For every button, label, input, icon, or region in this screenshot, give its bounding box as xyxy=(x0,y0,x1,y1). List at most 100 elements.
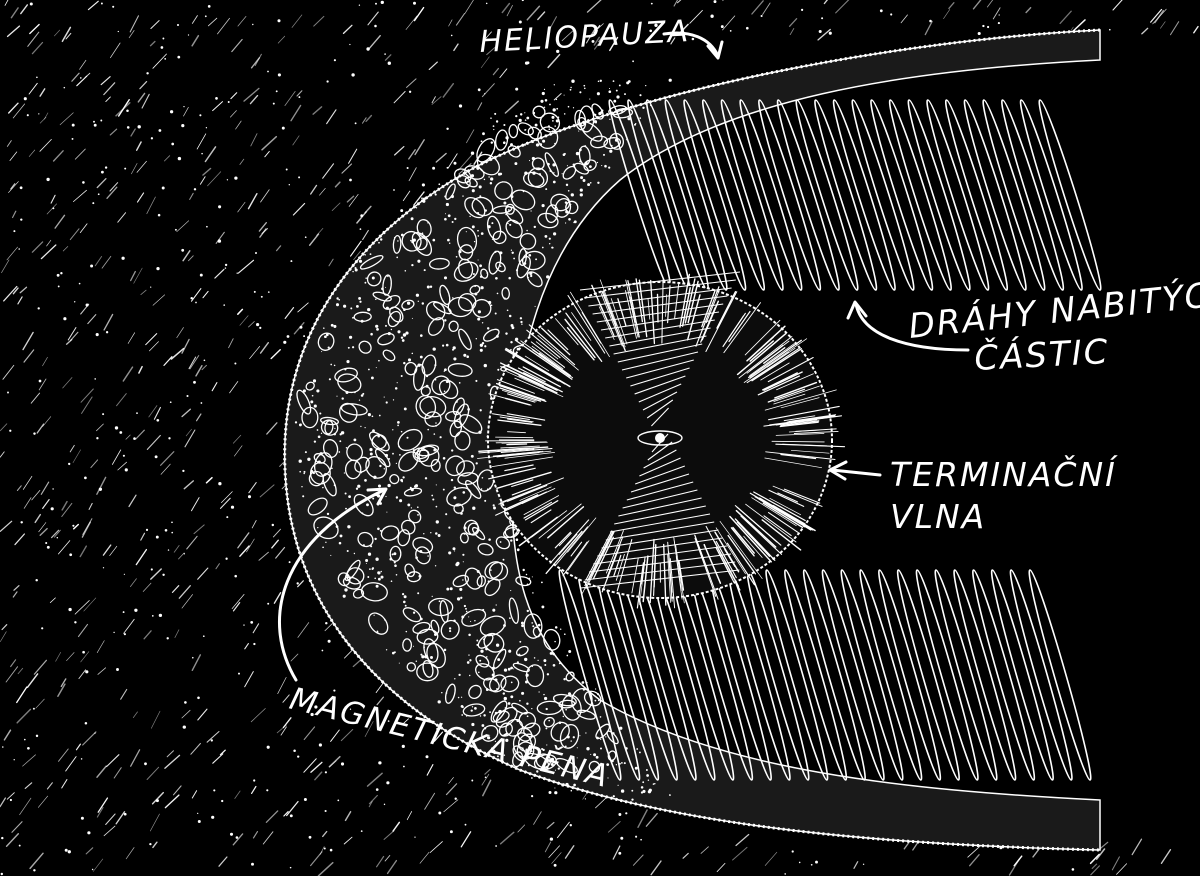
foam-dot xyxy=(335,525,339,528)
polar-hatch-upper xyxy=(646,399,674,419)
ism-dot xyxy=(298,176,301,179)
foam-dot xyxy=(457,696,460,699)
ism-dot xyxy=(713,0,717,4)
particle-path-loop xyxy=(953,569,1017,781)
foam-dot xyxy=(462,579,464,581)
foam-dot xyxy=(432,347,436,351)
ism-dot xyxy=(238,672,240,675)
ism-dot xyxy=(57,285,60,288)
foam-dot xyxy=(520,621,524,625)
radial-line xyxy=(647,297,651,320)
ism-dot xyxy=(1,836,4,840)
ism-dot xyxy=(182,469,185,473)
polar-hatch-upper xyxy=(651,407,669,427)
ism-dot xyxy=(24,738,26,741)
ism-streak xyxy=(297,302,309,313)
foam-cell xyxy=(382,274,392,296)
foam-dot xyxy=(507,209,510,211)
foam-dot xyxy=(489,711,492,714)
termination-shock-arrow-head xyxy=(828,460,848,481)
foam-dot xyxy=(528,253,532,257)
radial-line xyxy=(764,389,837,411)
foam-dot xyxy=(497,250,500,253)
ism-streak xyxy=(221,491,233,503)
foam-cell xyxy=(591,103,604,120)
ism-dot xyxy=(169,401,172,404)
ism-dot xyxy=(260,295,263,298)
ism-streak xyxy=(163,356,173,367)
ism-streak xyxy=(460,831,472,848)
ism-dot xyxy=(46,545,50,549)
ism-streak xyxy=(237,201,246,213)
foam-dot xyxy=(333,433,336,436)
ism-streak xyxy=(317,861,334,876)
ism-streak xyxy=(96,765,107,778)
ism-streak xyxy=(0,520,13,532)
foam-dot xyxy=(407,358,412,362)
ism-streak xyxy=(123,618,135,634)
ism-dot xyxy=(146,72,149,75)
radial-line xyxy=(767,388,806,403)
ism-streak xyxy=(6,25,21,38)
ism-dot xyxy=(104,166,108,169)
ism-streak xyxy=(261,135,278,151)
foam-dot xyxy=(392,399,395,401)
ism-dot xyxy=(150,137,154,140)
radial-line xyxy=(746,340,790,374)
foam-dot xyxy=(564,201,568,204)
polar-hatch-lower xyxy=(593,545,727,565)
ism-dot xyxy=(929,19,932,23)
ism-streak xyxy=(100,76,111,86)
radial-line xyxy=(554,526,589,567)
ism-streak xyxy=(186,535,198,550)
ism-streak xyxy=(413,6,425,22)
foam-dot xyxy=(510,695,514,699)
ism-streak xyxy=(250,708,266,723)
foam-dot xyxy=(496,335,499,338)
foam-dot xyxy=(482,608,485,611)
label-termination-shock-line2: VLNA xyxy=(890,497,986,536)
foam-cell xyxy=(515,576,532,587)
radial-line xyxy=(740,515,783,555)
ism-dot xyxy=(549,837,554,841)
foam-cell xyxy=(359,255,384,270)
ism-streak xyxy=(458,154,473,171)
ism-streak xyxy=(297,580,304,588)
polar-hatch-lower xyxy=(630,473,690,493)
foam-dot xyxy=(458,382,461,384)
foam-dot xyxy=(532,592,534,594)
foam-dot xyxy=(461,714,464,716)
foam-dot xyxy=(514,162,518,166)
ism-streak xyxy=(0,423,8,432)
foam-cell xyxy=(446,486,472,507)
ism-streak xyxy=(120,688,128,700)
ism-dot xyxy=(68,462,71,466)
ism-streak xyxy=(1059,10,1072,25)
polar-outflow-hatching xyxy=(579,271,741,589)
foam-dot xyxy=(488,176,490,178)
foam-dot xyxy=(410,488,414,492)
ism-dot xyxy=(164,58,167,60)
particle-path-loop xyxy=(814,99,878,291)
foam-dot xyxy=(353,552,356,555)
radial-line xyxy=(751,497,797,527)
ism-dot xyxy=(383,803,386,806)
ism-streak xyxy=(97,797,109,813)
ism-streak xyxy=(37,795,49,808)
ism-streak xyxy=(435,152,447,163)
foam-dot xyxy=(433,433,436,435)
radial-line xyxy=(547,506,585,539)
foam-cell xyxy=(440,619,460,640)
ism-streak xyxy=(34,513,42,524)
radial-line xyxy=(745,503,797,543)
ism-dot xyxy=(259,326,262,329)
ism-dot xyxy=(201,152,203,155)
particle-path-loop xyxy=(739,99,803,291)
foam-dot xyxy=(421,232,424,234)
ism-dot xyxy=(52,207,55,210)
foam-dot xyxy=(346,360,350,364)
foam-dot xyxy=(560,746,563,749)
foam-cell xyxy=(305,381,315,391)
foam-dot xyxy=(419,236,421,238)
foam-dot xyxy=(569,88,572,91)
